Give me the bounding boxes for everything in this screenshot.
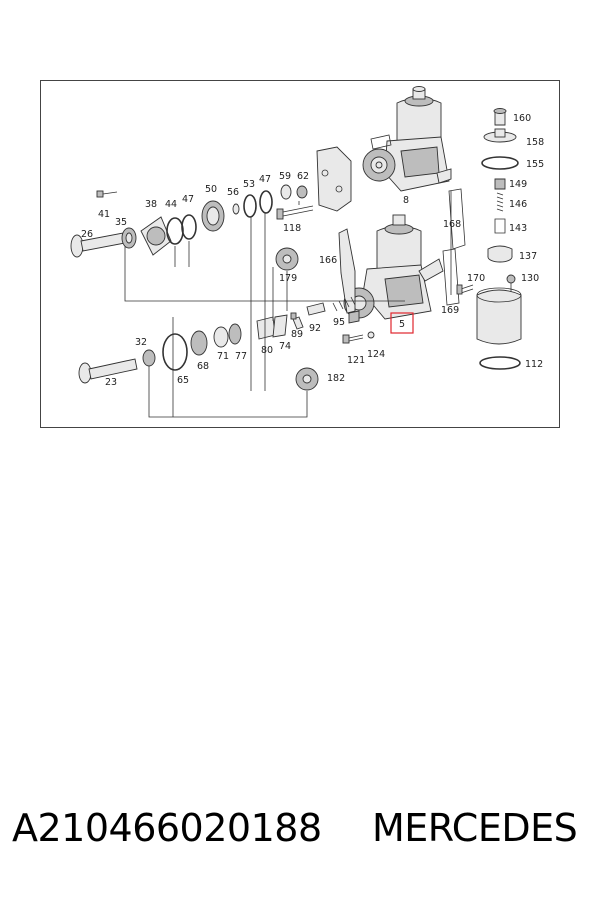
callout-47-right: 47 — [259, 174, 271, 185]
callout-32: 32 — [135, 337, 147, 348]
bolt-170 — [460, 284, 474, 294]
part-number: A210466020188 — [12, 806, 322, 850]
bolt-118 — [276, 205, 314, 220]
lower-shaft-row — [78, 314, 319, 391]
callout-23: 23 — [105, 377, 117, 388]
callout-166: 166 — [319, 255, 337, 266]
callout-182: 182 — [327, 373, 345, 384]
callout-169: 169 — [441, 305, 459, 316]
footer: A210466020188 MERCEDES — [0, 806, 600, 862]
callout-146: 146 — [509, 199, 527, 210]
callout-160: 160 — [513, 113, 531, 124]
highlight-box — [390, 312, 414, 334]
right-column-parts — [476, 108, 522, 370]
callout-121: 121 — [347, 355, 365, 366]
bracket-166 — [338, 228, 356, 314]
callout-56: 56 — [227, 187, 239, 198]
callout-71: 71 — [217, 351, 229, 362]
bracket-plate — [316, 146, 352, 212]
parts-diagram: 160 158 155 149 146 143 137 130 112 170 … — [70, 86, 544, 418]
callout-50: 50 — [205, 184, 217, 195]
callout-77: 77 — [235, 351, 247, 362]
upper-pump-assembly — [362, 86, 452, 192]
callout-89: 89 — [291, 329, 303, 340]
callout-47-left: 47 — [182, 194, 194, 205]
callout-5: 5 — [399, 319, 405, 330]
callout-92: 92 — [309, 323, 321, 334]
callout-155: 155 — [526, 159, 544, 170]
callout-149: 149 — [509, 179, 527, 190]
callout-143: 143 — [509, 223, 527, 234]
parts-diagram-frame: 160 158 155 149 146 143 137 130 112 170 … — [40, 80, 560, 428]
callout-41: 41 — [98, 209, 110, 220]
valve-parts — [290, 296, 360, 324]
callout-130: 130 — [521, 273, 539, 284]
bracket-168 — [448, 188, 466, 250]
callout-35: 35 — [115, 217, 127, 228]
callout-74: 74 — [279, 341, 291, 352]
callout-118: 118 — [283, 223, 301, 234]
callout-170: 170 — [467, 273, 485, 284]
callout-65: 65 — [177, 375, 189, 386]
callout-179: 179 — [279, 273, 297, 284]
callout-137: 137 — [519, 251, 537, 262]
leader-lines — [124, 191, 452, 418]
callout-labels: 160 158 155 149 146 143 137 130 112 170 … — [81, 113, 544, 388]
callout-112: 112 — [525, 359, 543, 370]
callout-26: 26 — [81, 229, 93, 240]
callout-95: 95 — [333, 317, 345, 328]
callout-44: 44 — [165, 199, 177, 210]
upper-shaft-row — [70, 190, 273, 258]
lower-pump-assembly — [343, 214, 444, 320]
callout-8: 8 — [403, 195, 409, 206]
callout-124: 124 — [367, 349, 385, 360]
callout-62: 62 — [297, 171, 309, 182]
callout-158: 158 — [526, 137, 544, 148]
callout-53: 53 — [243, 179, 255, 190]
callout-168: 168 — [443, 219, 461, 230]
callout-68: 68 — [197, 361, 209, 372]
callout-80: 80 — [261, 345, 273, 356]
callout-38: 38 — [145, 199, 157, 210]
callout-59: 59 — [279, 171, 291, 182]
brand-name: MERCEDES — [372, 806, 578, 850]
